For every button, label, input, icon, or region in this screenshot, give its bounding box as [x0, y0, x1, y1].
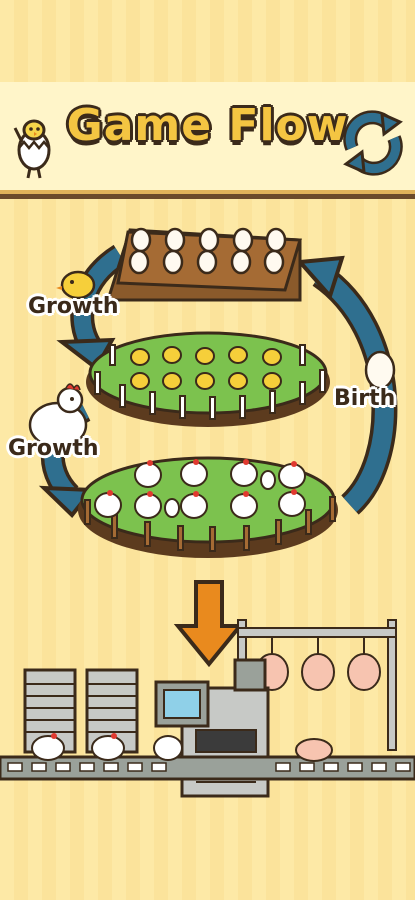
chicken-pen [78, 456, 338, 558]
birth-label: Birth [334, 386, 396, 411]
egg-icon [364, 350, 396, 390]
chick-icon [56, 270, 96, 300]
chicken-icon [28, 383, 88, 449]
egg-mascot-icon [13, 119, 51, 179]
chick-pen [86, 331, 330, 427]
conveyor-belt [0, 733, 415, 781]
banner-divider [0, 190, 415, 194]
egg-tray [105, 227, 302, 302]
growth-label-top: Growth [28, 294, 119, 319]
processing-arrow [173, 580, 245, 668]
birth-arrow [295, 255, 398, 515]
growth-label-bottom: Growth [8, 436, 99, 461]
page-title: Game Flow [66, 100, 349, 151]
cycle-arrows-icon [343, 110, 403, 176]
